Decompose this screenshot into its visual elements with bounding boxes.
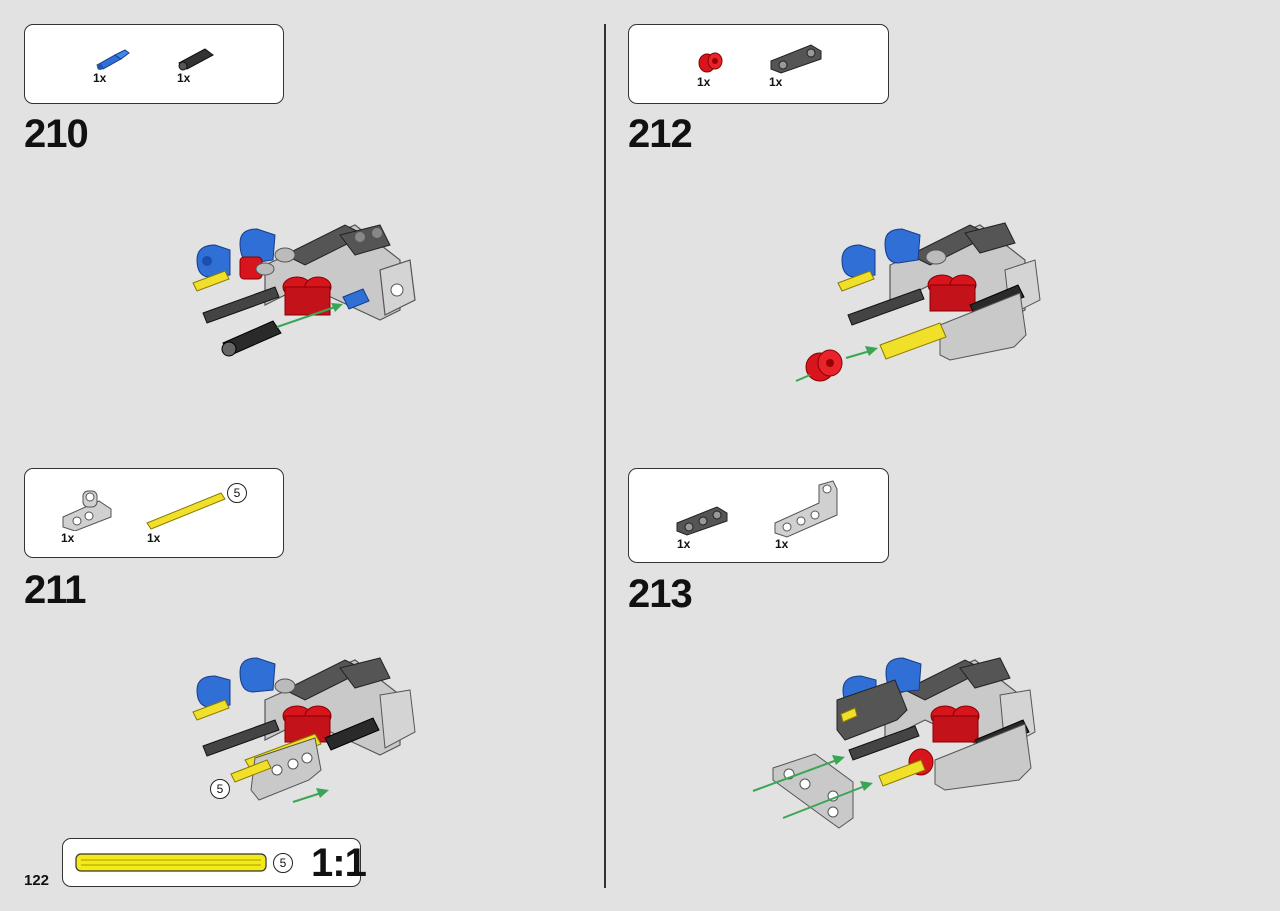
column-divider — [604, 24, 606, 888]
assembly-illustration-step-211 — [192, 657, 416, 803]
blue-pin-icon — [96, 49, 130, 70]
length-badge: 5 — [227, 483, 247, 503]
parts-box-step-210: 1x 1x — [24, 24, 284, 104]
qty-label: 1x — [61, 531, 75, 545]
step-number: 210 — [24, 112, 89, 156]
assembly-illustration-step-210 — [192, 224, 416, 357]
yellow-axle-icon — [146, 492, 226, 530]
length-badge: 5 — [210, 779, 230, 799]
parts-box-step-213: 1x 1x — [628, 468, 889, 563]
assembly-illustration-step-212 — [795, 222, 1041, 382]
scale-callout: 5 1:1 — [62, 838, 367, 887]
light-gray-beam-icon — [62, 490, 112, 531]
yellow-axle-scale-icon — [75, 853, 267, 872]
qty-label: 1x — [177, 71, 191, 85]
step-number: 212 — [628, 112, 693, 156]
qty-label: 1x — [775, 537, 789, 551]
assembly-illustration-step-213 — [752, 657, 1036, 829]
qty-label: 1x — [93, 71, 107, 85]
parts-box-step-212: 1x 1x — [628, 24, 889, 104]
qty-label: 1x — [697, 75, 711, 89]
black-axle-connector-icon — [178, 48, 214, 71]
scale-label: 1:1 — [311, 841, 367, 885]
red-bush-icon — [698, 52, 723, 73]
qty-label: 1x — [147, 531, 161, 545]
qty-label: 1x — [677, 537, 691, 551]
step-number: 213 — [628, 572, 693, 616]
parts-box-step-211: 1x 5 1x — [24, 468, 284, 558]
qty-label: 1x — [769, 75, 783, 89]
length-badge: 5 — [273, 853, 293, 873]
light-gray-angled-beam-icon — [774, 480, 838, 538]
dark-gray-beam-icon — [770, 44, 822, 74]
dark-gray-beam-icon — [676, 506, 728, 536]
page-number: 122 — [24, 872, 50, 889]
step-number: 211 — [24, 568, 87, 612]
